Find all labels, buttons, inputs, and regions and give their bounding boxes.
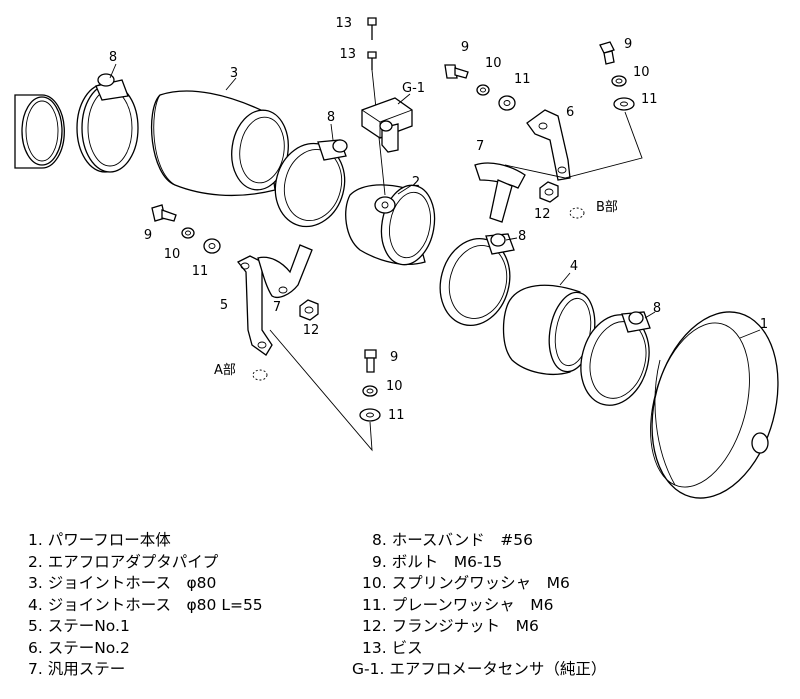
bolt-washers-mid	[444, 64, 516, 111]
legend-item-2: 2. エアフロアダプタパイプ	[28, 552, 219, 571]
airflow-adapter-pipe	[345, 184, 436, 266]
label-section-b: B部	[596, 200, 618, 215]
label-11-right: 11	[641, 92, 658, 107]
label-9-left: 9	[144, 228, 152, 243]
legend-item-10: 10. スプリングワッシャ M6	[362, 574, 570, 592]
leader-lines	[109, 63, 761, 339]
legend-item-8: 8. ホースバンド #56	[372, 531, 533, 549]
bolt-washers-left	[151, 204, 221, 254]
legend-item-11: 11. プレーンワッシャ M6	[362, 595, 554, 614]
parts-legend-left: 1. パワーフロー本体 2. エアフロアダプタパイプ 3. ジョイントホース φ…	[28, 530, 263, 681]
label-g1: G-1	[402, 81, 425, 96]
legend-item-9: 9. ボルト M6-15	[372, 552, 503, 571]
label-6: 6	[566, 105, 574, 120]
hose-band-far-right	[580, 311, 651, 406]
label-8-right: 8	[518, 229, 526, 244]
label-1: 1	[760, 317, 768, 332]
exploded-parts-diagram: 8 3 13 13 G-1 8 2 9 10 11 6 7 12 9 10 11…	[14, 16, 779, 499]
label-5: 5	[220, 298, 228, 313]
legend-item-g1: G-1. エアフロメータセンサ（純正）	[352, 660, 607, 678]
label-11-lower: 11	[388, 408, 405, 423]
bolt-washers-lower	[359, 349, 381, 422]
label-7-lower: 7	[273, 300, 281, 315]
universal-stay-lower	[257, 244, 313, 299]
legend-item-12: 12. フランジナット M6	[362, 617, 539, 635]
label-13-top: 13	[335, 16, 352, 31]
label-2: 2	[412, 175, 420, 190]
label-10-right: 10	[633, 65, 650, 80]
label-8-mid: 8	[327, 110, 335, 125]
legend-item-5: 5. ステーNo.1	[28, 617, 130, 635]
legend-item-6: 6. ステーNo.2	[28, 638, 130, 657]
section-b-leader	[504, 111, 643, 219]
label-8-left: 8	[109, 50, 117, 65]
label-11-left: 11	[192, 264, 209, 279]
label-8-far-right: 8	[653, 301, 661, 316]
section-a-leader	[252, 329, 373, 452]
airflow-sensor-g1	[361, 97, 413, 153]
label-7-upper: 7	[476, 139, 484, 154]
flange-nut-lower	[299, 299, 319, 321]
joint-hose-elbow	[150, 90, 289, 197]
legend-item-3: 3. ジョイントホース φ80	[28, 574, 217, 592]
power-flow-body	[650, 311, 779, 499]
label-10-left: 10	[164, 247, 181, 262]
legend-item-1: 1. パワーフロー本体	[28, 531, 171, 549]
flange-nut-upper	[539, 181, 559, 203]
label-section-a: A部	[214, 363, 236, 378]
legend-item-7: 7. 汎用ステー	[28, 660, 126, 678]
hose-band-mid	[274, 139, 348, 228]
label-10-mid: 10	[485, 56, 502, 71]
stay-no1	[236, 255, 273, 356]
stay-no2	[526, 109, 571, 181]
label-9-mid: 9	[461, 40, 469, 55]
hose-band-left	[76, 73, 139, 173]
label-13-second: 13	[339, 47, 356, 62]
bolt-washers-far-right	[599, 41, 635, 111]
universal-stay-upper	[474, 162, 526, 223]
label-11-mid: 11	[514, 72, 531, 87]
legend-item-4: 4. ジョイントホース φ80 L=55	[28, 595, 263, 614]
label-12-lower: 12	[303, 323, 320, 338]
legend-item-13: 13. ビス	[362, 638, 423, 657]
label-12-upper: 12	[534, 207, 551, 222]
label-9-lower: 9	[390, 350, 398, 365]
label-3: 3	[230, 66, 238, 81]
hose-band-right	[439, 233, 515, 327]
label-4: 4	[570, 259, 578, 274]
label-10-lower: 10	[386, 379, 403, 394]
label-9-right: 9	[624, 37, 632, 52]
intake-pipe	[14, 94, 65, 169]
parts-legend-right: 8. ホースバンド #56 9. ボルト M6-15 10. スプリングワッシャ…	[352, 530, 606, 681]
